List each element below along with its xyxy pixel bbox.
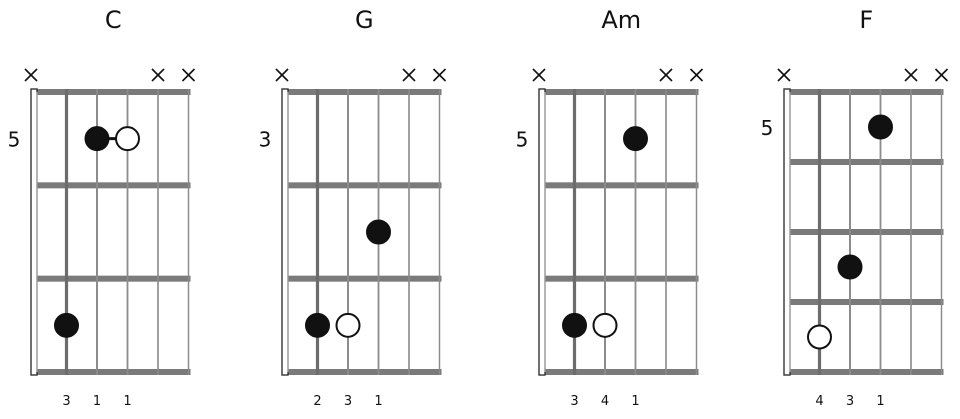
mute-x-icon	[432, 68, 447, 82]
chord-diagram-g: G 3 2 3 1	[259, 6, 447, 409]
finger-dot-open	[335, 312, 361, 338]
mute-x-icon	[904, 68, 918, 82]
chord-diagram-f: F 5 4 3 1	[761, 6, 949, 409]
fret-line	[36, 182, 191, 189]
nut	[281, 88, 289, 376]
finger-dot-filled	[623, 126, 648, 152]
fret-line	[287, 369, 442, 375]
finger-number: 1	[123, 394, 131, 409]
finger-dot-open	[115, 126, 140, 152]
finger-dot-filled	[868, 114, 893, 140]
chord-name: Am	[601, 6, 641, 34]
mute-x-icon	[689, 68, 704, 82]
finger-number: 3	[344, 394, 352, 409]
fret-line	[544, 275, 699, 282]
base-fret-label: 3	[259, 128, 272, 152]
finger-number: 1	[631, 394, 639, 409]
finger-dot-filled	[366, 219, 391, 245]
mute-x-icon	[532, 68, 546, 82]
fret-line	[287, 275, 442, 282]
fret-line	[789, 89, 944, 95]
fret-line	[544, 369, 699, 375]
mute-x-icon	[934, 68, 949, 82]
fret-line	[544, 182, 699, 189]
finger-number: 4	[815, 394, 823, 409]
finger-dot-filled	[837, 254, 863, 280]
finger-number: 3	[846, 394, 854, 409]
mute-x-icon	[777, 68, 791, 82]
chord-diagram-am: Am 5 3 4 1	[516, 6, 704, 409]
mute-x-icon	[402, 68, 416, 82]
base-fret-label: 5	[516, 128, 529, 152]
base-fret-label: 5	[8, 128, 21, 152]
finger-dot-open	[807, 324, 832, 350]
finger-dot-filled	[54, 312, 79, 338]
mute-x-icon	[659, 68, 673, 82]
finger-number: 4	[601, 394, 609, 409]
fret-line	[789, 369, 944, 375]
fret-line	[789, 229, 944, 235]
finger-dot-filled	[562, 312, 587, 338]
mute-x-icon	[275, 68, 289, 82]
finger-dot-filled	[84, 126, 110, 152]
mute-x-icon	[151, 68, 165, 82]
nut	[30, 88, 38, 376]
chord-name: G	[355, 6, 374, 34]
finger-number: 3	[62, 394, 70, 409]
fret-line	[287, 89, 442, 95]
fret-line	[36, 89, 191, 95]
finger-number: 3	[570, 394, 578, 409]
nut	[538, 88, 546, 376]
finger-number: 1	[876, 394, 884, 409]
fret-line	[544, 89, 699, 95]
mute-x-icon	[24, 68, 38, 82]
fret-line	[36, 369, 191, 375]
nut	[783, 88, 791, 376]
finger-number: 1	[374, 394, 382, 409]
base-fret-label: 5	[761, 116, 774, 140]
fret-line	[789, 299, 944, 305]
finger-dot-open	[592, 312, 618, 338]
fret-line	[287, 182, 442, 189]
fret-line	[789, 159, 944, 165]
finger-dot-filled	[305, 312, 330, 338]
fret-line	[36, 275, 191, 282]
finger-number: 1	[93, 394, 101, 409]
chord-name: C	[105, 6, 122, 34]
chord-diagram-c: C 5 3 1 1	[8, 6, 196, 409]
chord-name: F	[859, 6, 873, 34]
finger-number: 2	[313, 394, 321, 409]
mute-x-icon	[181, 68, 196, 82]
